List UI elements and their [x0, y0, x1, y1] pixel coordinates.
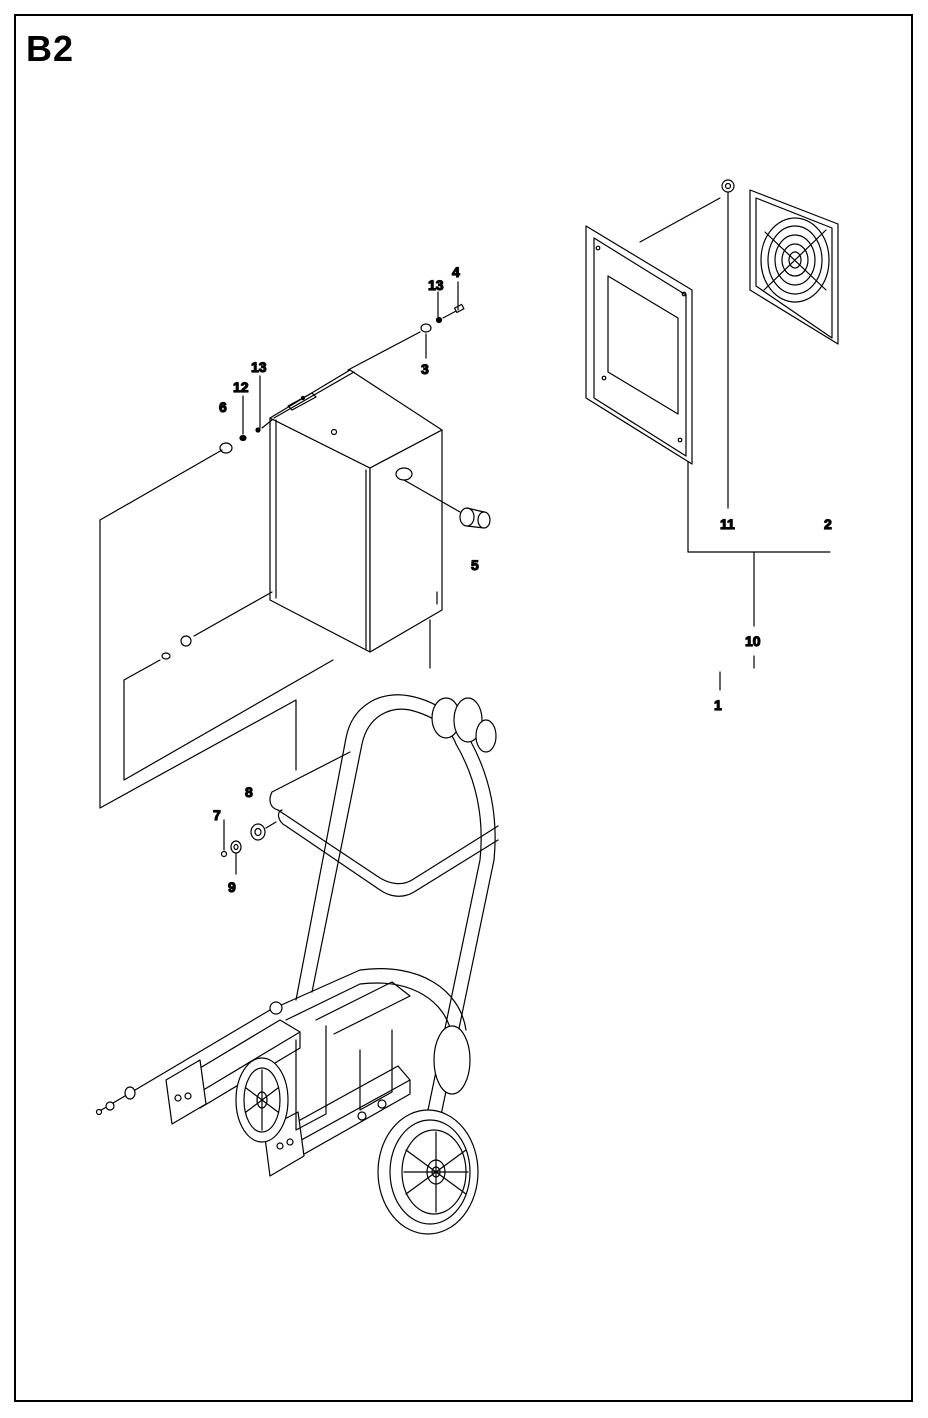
callout-5: 5	[471, 557, 479, 573]
wheel-hub-rear-right	[433, 1025, 471, 1095]
callout-10: 10	[745, 633, 761, 649]
panel-nut	[721, 179, 735, 509]
callout-4: 4	[452, 264, 460, 280]
section-label: B2	[26, 28, 75, 69]
hand-truck-frame	[95, 694, 499, 1177]
callout-12: 12	[233, 379, 249, 395]
callout-13-left: 13	[251, 359, 267, 375]
wheel-front	[377, 1109, 479, 1235]
callout-7: 7	[213, 807, 221, 823]
page-border	[14, 14, 913, 1402]
fan-guard	[749, 189, 839, 345]
callout-11: 11	[720, 516, 735, 532]
callout-3: 3	[421, 361, 429, 377]
front-panel	[585, 197, 721, 553]
box-fasteners-top	[347, 303, 465, 371]
cable-gland	[403, 479, 491, 529]
callout-6: 6	[219, 399, 227, 415]
electrical-box	[269, 369, 443, 653]
callout-1: 1	[714, 697, 722, 713]
callout-leaders	[223, 281, 459, 875]
kit-bracket	[687, 551, 831, 691]
callout-9: 9	[228, 879, 236, 895]
box-fasteners-left	[99, 419, 273, 521]
callout-13-right: 13	[428, 277, 444, 293]
assembly-leader-lines	[99, 519, 431, 809]
callout-8: 8	[245, 784, 253, 800]
callout-2: 2	[824, 516, 832, 532]
wheel-rear	[235, 1057, 289, 1143]
frame-fasteners	[220, 821, 277, 858]
